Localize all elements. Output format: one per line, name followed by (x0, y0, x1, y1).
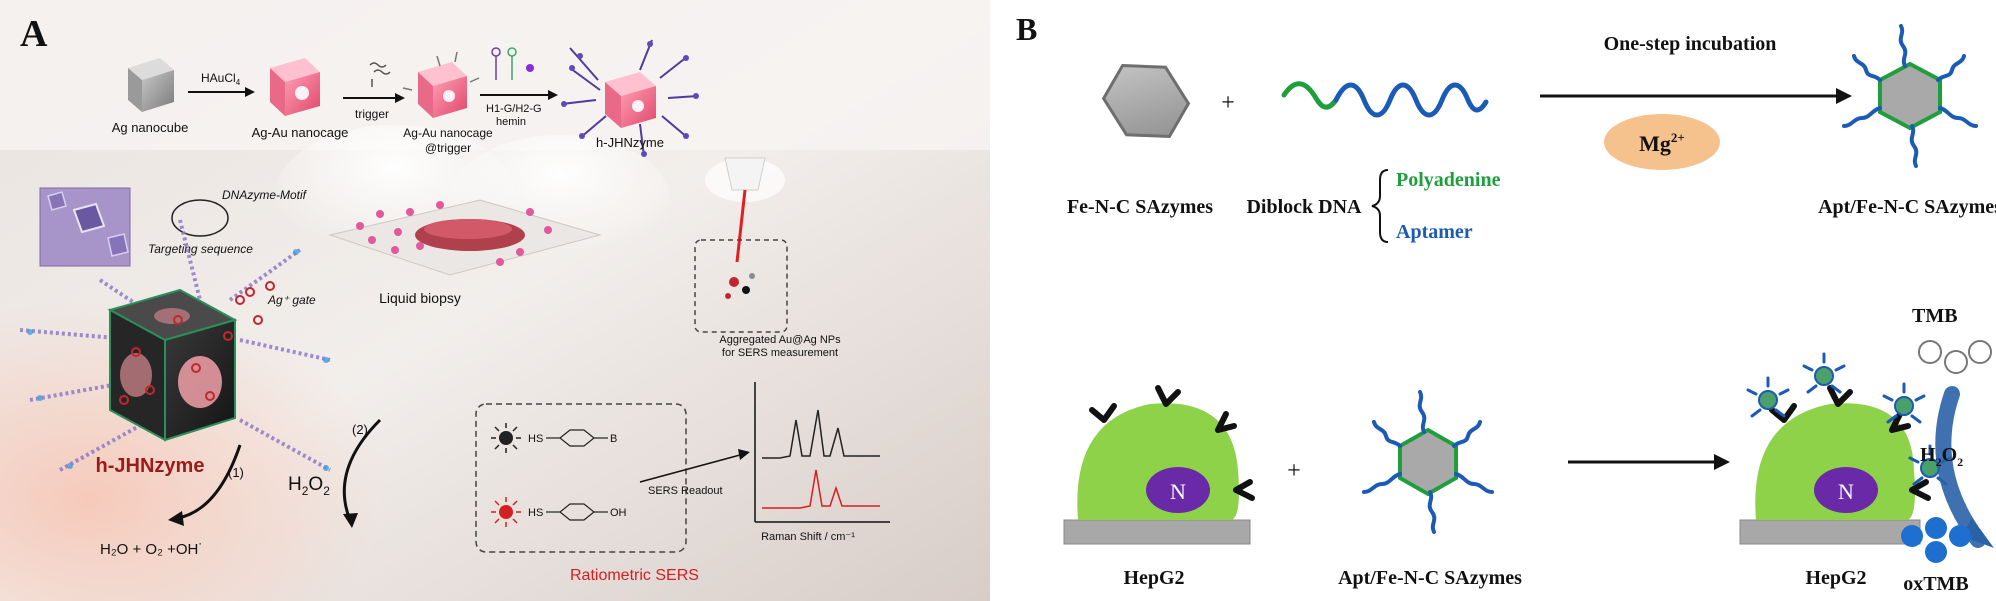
ag-nanocube-label: Ag nanocube (112, 120, 189, 135)
svg-text:OH: OH (610, 507, 627, 519)
dnazyme-motif-highlight (171, 199, 229, 237)
plus-sign-1: + (1221, 90, 1235, 116)
oxtmb-label: oxTMB (1903, 573, 1969, 595)
h-jhnzyme-label: h-JHNzyme (96, 455, 205, 477)
one-step-label: One-step incubation (1604, 33, 1777, 55)
panel-divider (990, 0, 1000, 601)
ag-au-nanocage-icon (270, 58, 320, 116)
ag-au-nanocage-trigger-icon (402, 51, 480, 118)
sample-box (694, 239, 788, 333)
raman-laser-icon (705, 157, 785, 263)
trigger-label: trigger (355, 107, 389, 121)
hepg2-left-label: HepG2 (1123, 567, 1184, 589)
apt-fe-n-c-bottom-label: Apt/Fe-N-C SAzymes (1338, 567, 1522, 589)
apt-fe-n-c-top-icon (1842, 24, 1978, 168)
aggregated-nps-icon (725, 273, 755, 299)
h2o2-b-label: H2O2 (1920, 444, 1963, 469)
targeting-sequence-label: Targeting sequence (148, 242, 253, 256)
products-label: H₂O + O₂ +OH˙ (100, 541, 203, 558)
hepg2-cell-left (1063, 385, 1255, 545)
ag-au-nanocage-label: Ag-Au nanocage (252, 125, 349, 140)
reaction-path-1-arrow (177, 444, 242, 520)
aggregated-label-2: for SERS measurement (722, 347, 838, 359)
polyadenine-label: Polyadenine (1396, 169, 1501, 191)
reporter-1: HS B (491, 423, 617, 453)
plus-sign-2: + (1287, 458, 1301, 484)
reaction-path-2-arrow (342, 418, 382, 521)
aptamer-label: Aptamer (1396, 221, 1473, 243)
h-jhnzyme-top-label: h-JHNzyme (596, 135, 664, 150)
sers-spectra-chart (754, 382, 890, 523)
sers-readout-arrow (639, 454, 741, 483)
svg-text:HS: HS (528, 507, 543, 519)
tmb-label: TMB (1912, 305, 1958, 327)
oxtmb-molecules-icon (1901, 517, 1971, 563)
trigger-strand-icon (369, 62, 391, 87)
svg-text:HS: HS (528, 433, 543, 445)
ag-gate-label: Ag⁺ gate (267, 293, 316, 307)
mg-label: Mg2+ (1639, 130, 1685, 156)
svg-text:B: B (610, 433, 617, 445)
hepg2-right-label: HepG2 (1805, 567, 1866, 589)
reporter-2: HS OH (491, 497, 627, 527)
h2o2-label: H2O2 (288, 474, 330, 498)
panel-b: B Fe-N-C SAzymes + Diblock DNA Polyadeni… (1000, 0, 1996, 601)
nucleus-left-label: N (1170, 479, 1186, 504)
ag-au-nanocage-trigger-label-2: @trigger (425, 141, 471, 155)
ratiometric-sers-label: Ratiometric SERS (570, 567, 699, 584)
path-2-label: (2) (352, 422, 368, 437)
raman-axis-label: Raman Shift / cm⁻¹ (761, 531, 855, 543)
h-jhnzyme-top-icon (561, 39, 699, 157)
hairpin-icons (491, 47, 534, 80)
apt-fe-n-c-label: Apt/Fe-N-C SAzymes (1818, 196, 1996, 218)
liquid-biopsy-icon (328, 199, 602, 276)
nucleus-right-label: N (1838, 479, 1854, 504)
sers-readout-label: SERS Readout (648, 485, 723, 497)
hairpins-label: H1-G/H2-G (486, 103, 542, 115)
liquid-biopsy-label: Liquid biopsy (379, 290, 461, 306)
ag-au-nanocage-trigger-label-1: Ag-Au nanocage (403, 126, 493, 140)
brace-icon (1371, 169, 1389, 243)
fe-n-c-label: Fe-N-C SAzymes (1067, 196, 1213, 218)
tmb-molecules-icon (1918, 340, 1992, 374)
panel-a-letter: A (20, 13, 48, 55)
h-jhnzyme-cube-icon (107, 288, 238, 442)
hemin-label: hemin (496, 116, 526, 128)
aggregated-label-1: Aggregated Au@Ag NPs (719, 334, 841, 346)
apt-fe-n-c-bottom-icon (1362, 390, 1494, 534)
haucl-label: HAuCl4 (201, 71, 241, 87)
dnazyme-motif-label: DNAzyme-Motif (222, 188, 308, 202)
dna-strands-decoration (19, 219, 331, 472)
catalysis-arrow (1935, 386, 1986, 548)
aptamer-strand (1333, 82, 1489, 118)
reporter-molecules-box (475, 403, 687, 553)
panel-a: A Ag nanocube HAuCl4 Ag-Au nanocage trig… (0, 0, 990, 601)
diblock-dna-label: Diblock DNA (1246, 196, 1362, 218)
polyadenine-strand (1281, 81, 1339, 110)
ag-nanocube-icon (128, 58, 174, 112)
path-1-label: (1) (228, 465, 244, 480)
ag-ions-icon (119, 281, 275, 405)
fe-n-c-sazyme-hexagon (1101, 64, 1191, 138)
mg-ion-badge (1604, 114, 1720, 170)
panel-b-letter: B (1016, 11, 1037, 47)
